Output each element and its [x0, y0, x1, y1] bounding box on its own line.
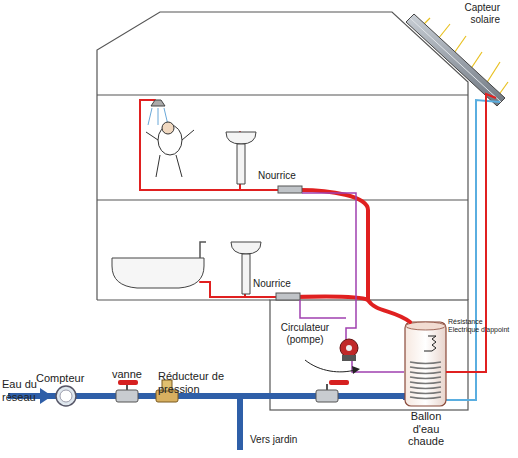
inlet-label: Eau du réseau	[2, 378, 42, 403]
coil-winding	[410, 372, 441, 374]
water-meter	[56, 386, 76, 406]
manifold-label: Nourrice	[258, 170, 318, 182]
valve	[116, 380, 138, 402]
coil-winding	[410, 367, 441, 369]
coil-winding	[410, 397, 441, 399]
solar-collector	[406, 14, 505, 106]
hot-water-pipes	[140, 100, 410, 322]
valve	[316, 380, 349, 402]
collector-label: Capteur solaire	[438, 2, 500, 25]
return-pipe	[300, 193, 404, 372]
flow-arrowhead	[352, 366, 360, 374]
manifold-label: Nourrice	[253, 278, 313, 290]
circulator-pump	[340, 339, 358, 361]
coil-winding	[410, 362, 441, 364]
cold-water-pipes	[8, 100, 500, 450]
meter-label: Compteur	[36, 372, 92, 385]
coil-winding	[410, 392, 441, 394]
coil-winding	[410, 377, 441, 379]
coil-winding	[410, 382, 441, 384]
flow-arrow	[305, 360, 355, 372]
valve-label: vanne	[112, 368, 152, 381]
pump-label: Circulateur (pompe)	[274, 322, 336, 345]
manifold	[276, 293, 300, 300]
outlet-label: Vers jardin	[250, 434, 330, 446]
hot-water-tank	[405, 322, 446, 406]
reducer-label: Réducteur de pression	[158, 370, 238, 395]
coil-winding	[410, 387, 441, 389]
washbasin	[226, 132, 256, 184]
house-outline	[97, 12, 468, 410]
bathtub	[112, 242, 206, 288]
tank-label: Ballon d'eau chaude	[398, 410, 454, 448]
manifold	[278, 186, 302, 193]
inlet-arrow	[40, 388, 52, 404]
shower	[146, 100, 194, 177]
heater-label: Résistance Electrique d'appoint	[448, 318, 514, 334]
